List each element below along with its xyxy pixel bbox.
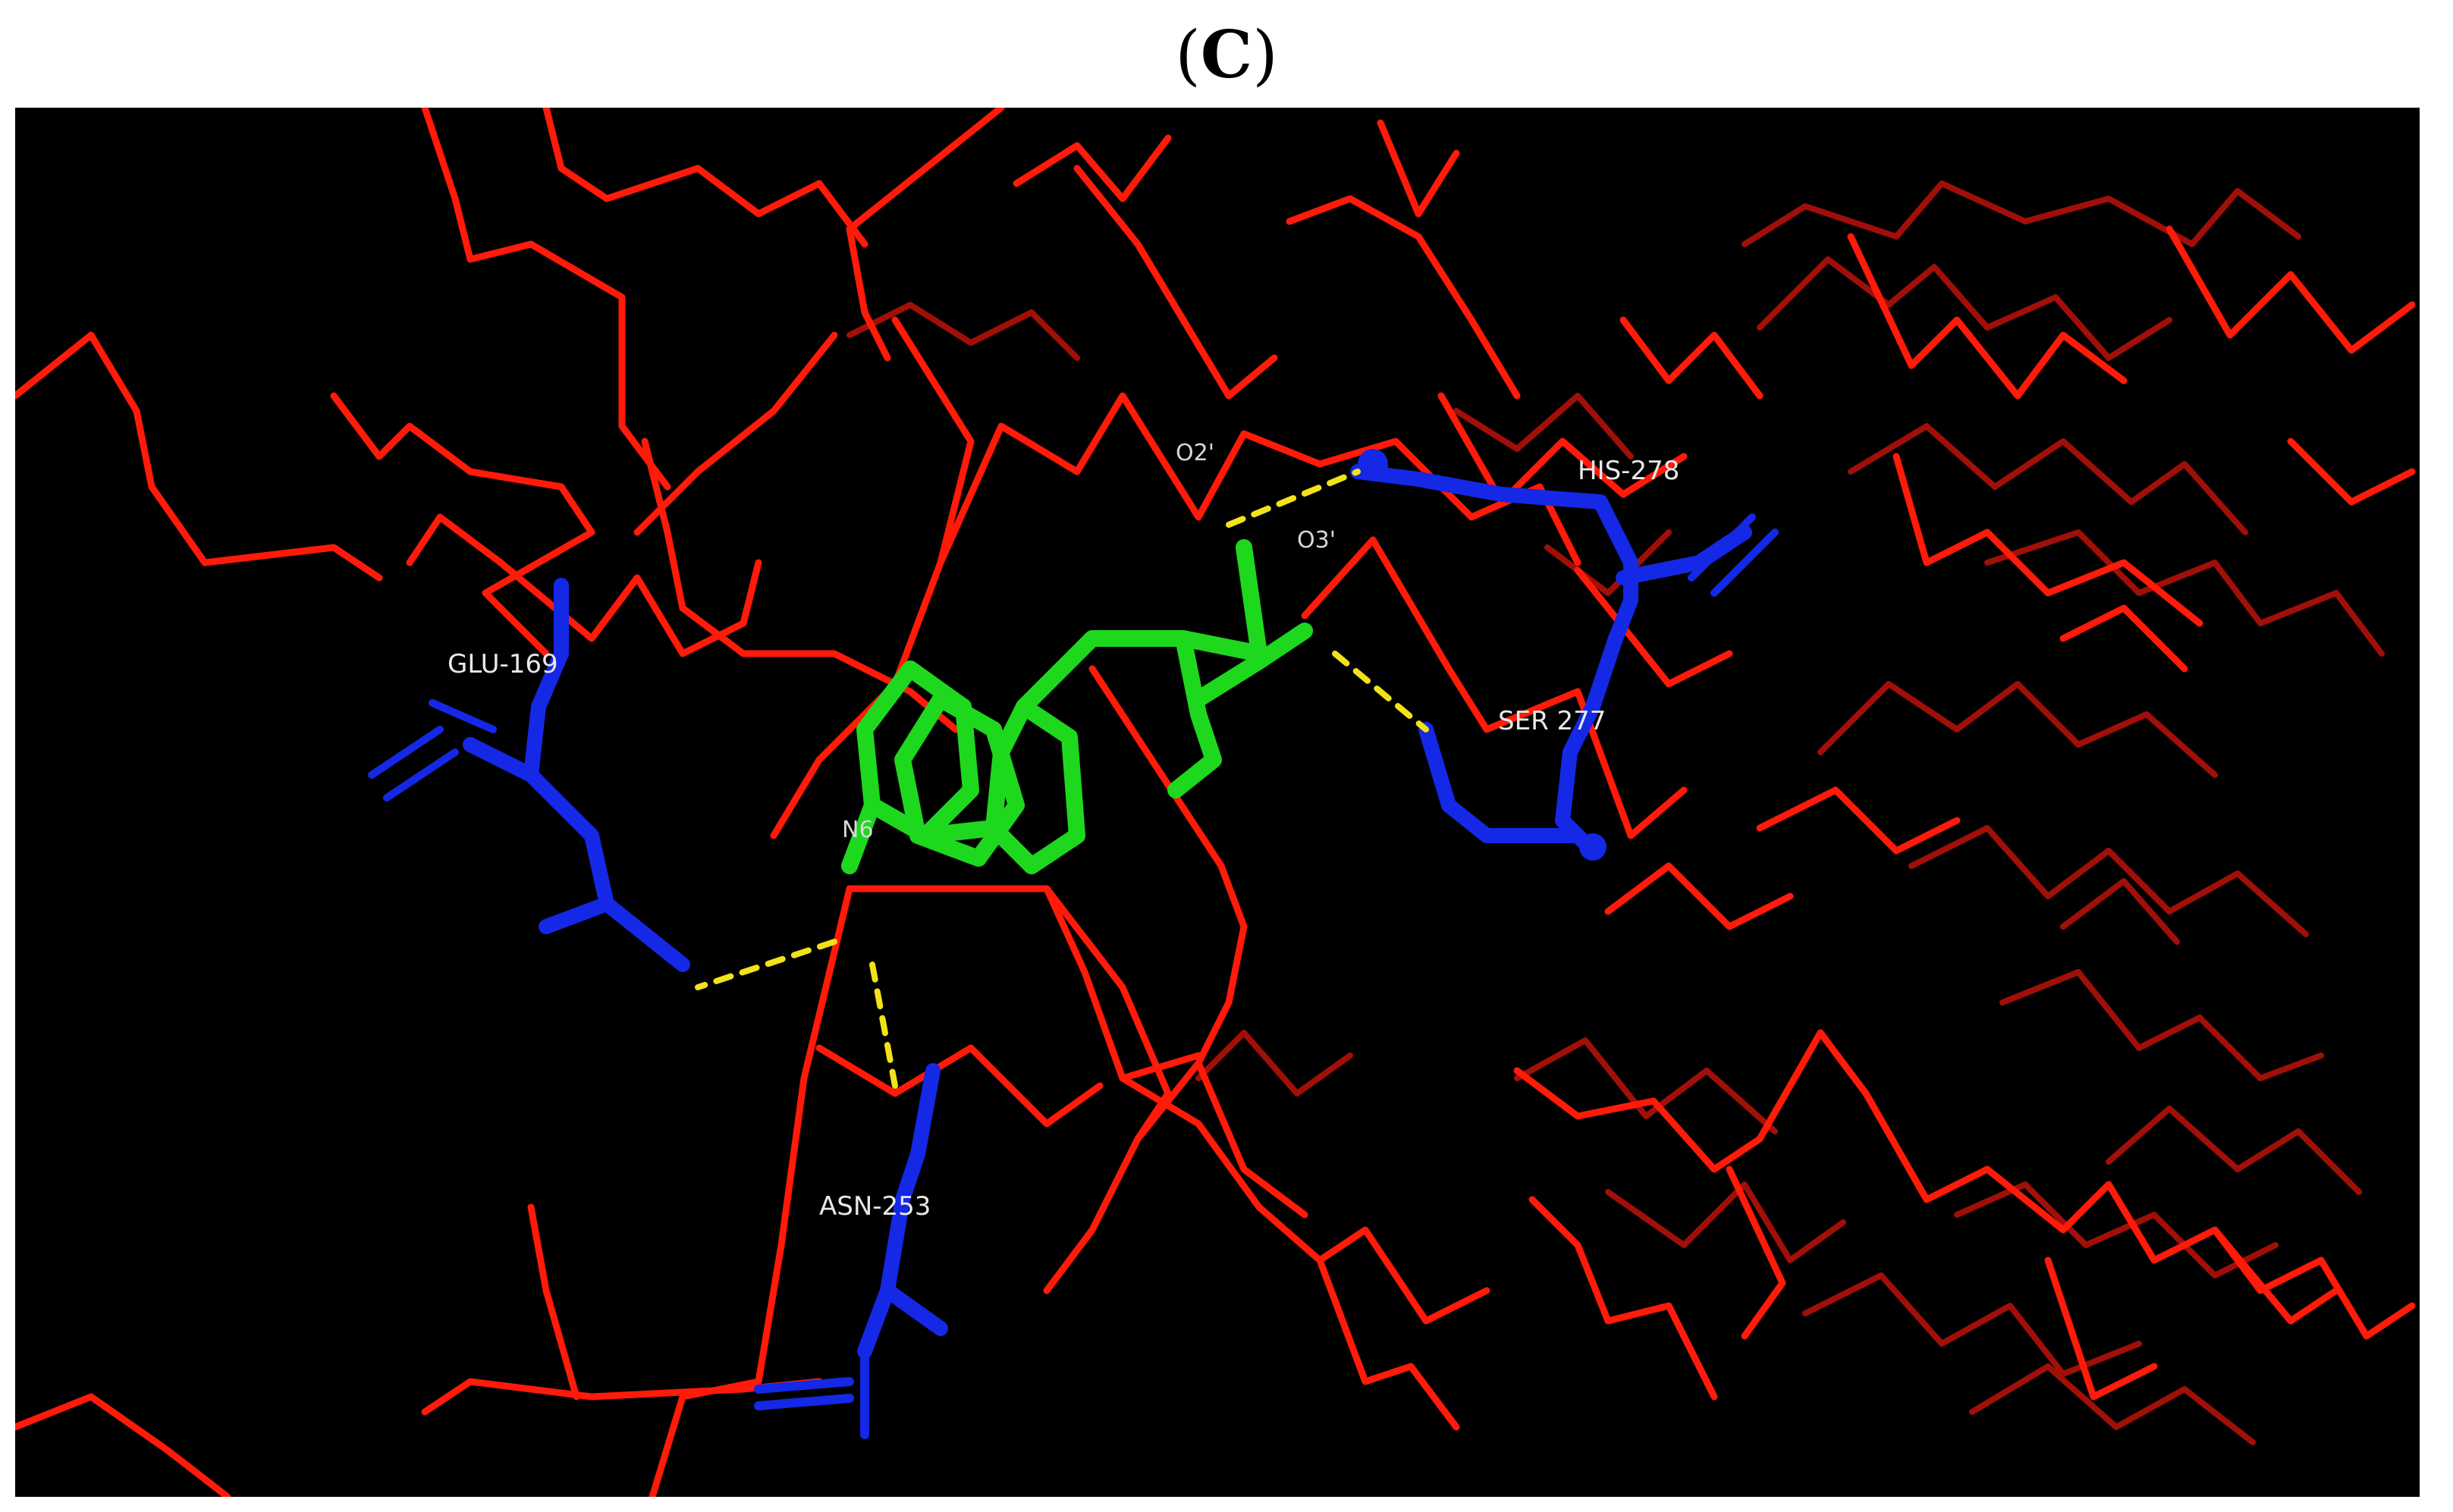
panel-label: (C) (0, 17, 2453, 93)
residue-his278-ser277-sticks (1350, 449, 1779, 861)
panel-letter: C (1200, 17, 1253, 93)
residue-label-glu169: GLU-169 (448, 649, 558, 679)
atom-label-o2: O2' (1176, 440, 1214, 466)
atom-label-o3: O3' (1297, 527, 1336, 554)
molecule-render: GLU-169 ASN-253 HIS-278 SER 277 N6 O2' O… (15, 108, 2416, 1497)
residue-sticks (368, 449, 1779, 1439)
hydrogen-bonds (695, 469, 1429, 1089)
protein-backbone (15, 108, 2416, 1497)
residue-label-his278: HIS-278 (1578, 456, 1679, 486)
hbond-o2-his278 (1226, 469, 1361, 528)
residue-label-asn253: ASN-253 (819, 1191, 931, 1222)
residue-label-ser277: SER 277 (1498, 706, 1606, 736)
panel-open-paren: ( (1175, 17, 1201, 93)
atom-label-n6: N6 (842, 817, 874, 843)
panel-close-paren: ) (1252, 17, 1278, 93)
hbond-o3-ser277 (1332, 651, 1429, 732)
ligand-sticks (841, 539, 1313, 874)
molecular-viewport[interactable]: GLU-169 ASN-253 HIS-278 SER 277 N6 O2' O… (15, 108, 2420, 1497)
residue-asn253-sticks (754, 1063, 948, 1439)
residue-glu169-sticks (368, 578, 690, 972)
hbond-n6-glu169 (695, 939, 837, 990)
hbond-n6-asn253 (869, 961, 898, 1089)
labels: GLU-169 ASN-253 HIS-278 SER 277 N6 O2' O… (448, 440, 1679, 1222)
